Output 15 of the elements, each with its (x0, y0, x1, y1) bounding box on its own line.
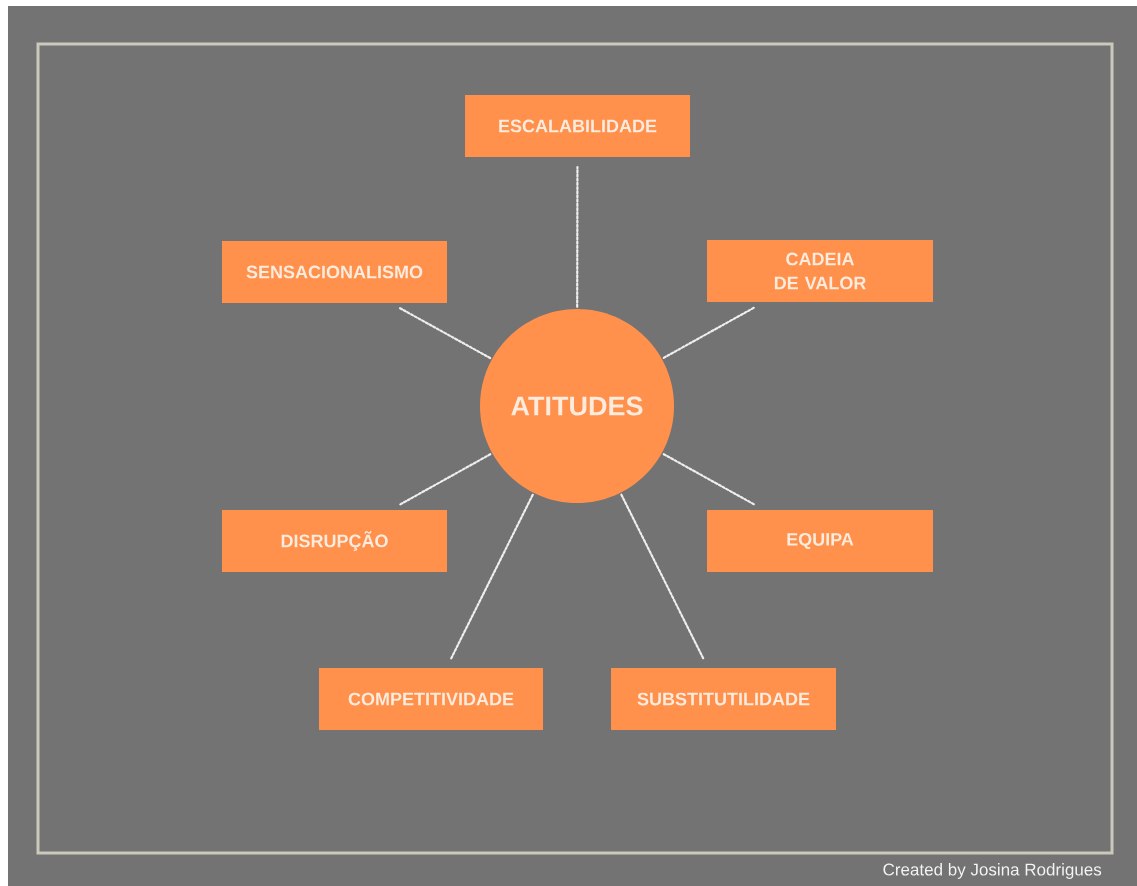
dotted-connector (449, 493, 534, 660)
topic-box: SUBSTITUTILIDADE (611, 668, 836, 730)
topic-box: DISRUPÇÃO (222, 510, 447, 572)
topic-box: CADEIA DE VALOR (707, 240, 933, 302)
dotted-connector (398, 306, 492, 360)
topic-box: EQUIPA (707, 510, 933, 572)
topic-box: COMPETITIVIDADE (319, 668, 543, 730)
topic-box: SENSACIONALISMO (222, 241, 447, 303)
dotted-connector (662, 453, 757, 507)
topic-box: ESCALABILIDADE (465, 95, 690, 157)
dotted-connector (662, 305, 757, 359)
credit-caption: Created by Josina Rodrigues (883, 863, 1102, 879)
dotted-connector (398, 453, 492, 507)
dotted-connector (620, 493, 705, 660)
dotted-connector (576, 166, 579, 308)
